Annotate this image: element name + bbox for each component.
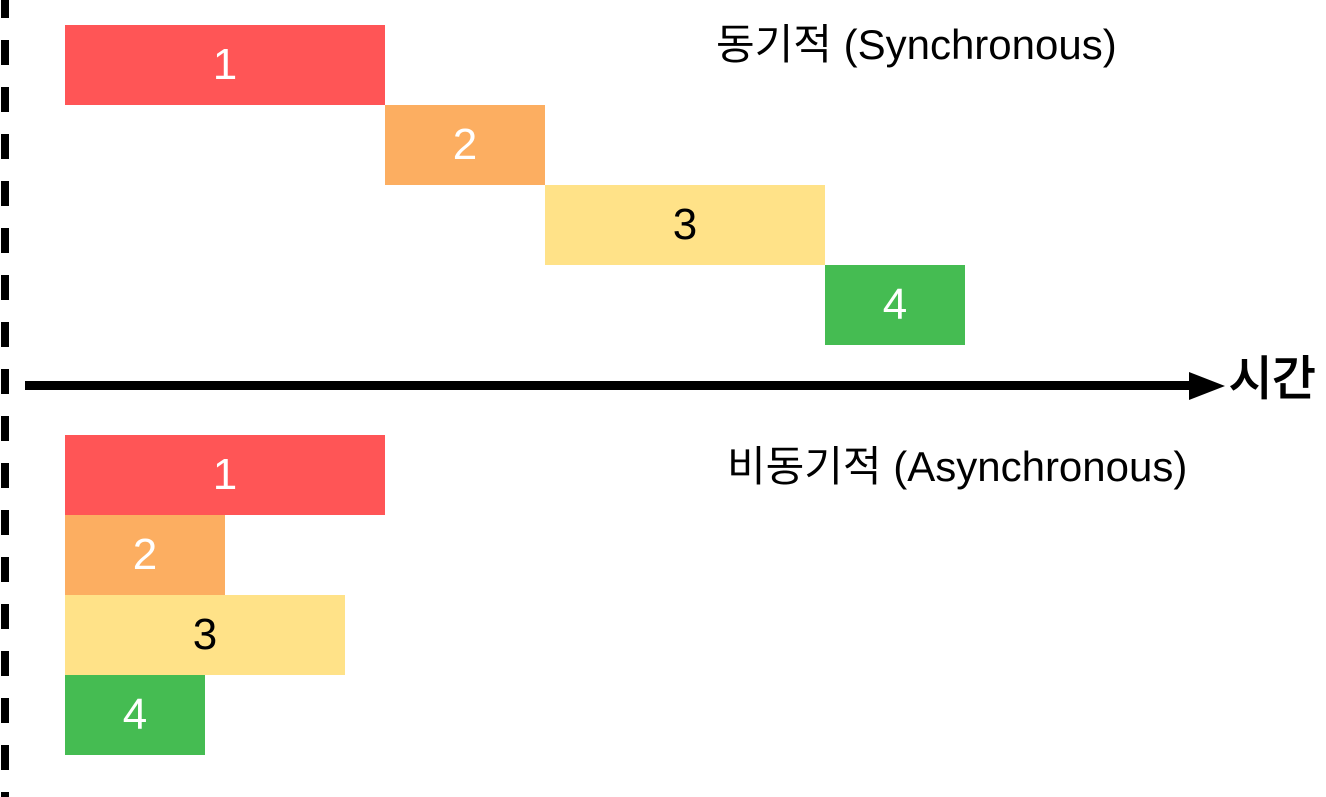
time-axis-line — [25, 381, 1195, 390]
task-bar-label: 2 — [132, 530, 158, 579]
task-bar-label: 2 — [452, 120, 478, 169]
task-bar-label: 3 — [672, 200, 698, 249]
task-bar-1: 1 — [65, 25, 385, 105]
task-bar-4: 4 — [65, 675, 205, 755]
task-bar-label: 4 — [122, 690, 148, 739]
time-origin-dashed-line — [1, 0, 9, 797]
time-axis-label: 시간 — [1229, 352, 1316, 405]
task-bar-4: 4 — [825, 265, 965, 345]
task-bar-label: 3 — [192, 610, 218, 659]
task-bar-3: 3 — [65, 595, 345, 675]
task-bar-2: 2 — [385, 105, 545, 185]
task-bar-label: 1 — [212, 450, 238, 499]
task-bar-1: 1 — [65, 435, 385, 515]
async-section-title: 비동기적 (Asynchronous) — [727, 443, 1188, 490]
task-bar-label: 4 — [882, 280, 908, 329]
task-bar-2: 2 — [65, 515, 225, 595]
arrow-right-icon — [1189, 371, 1225, 400]
sync-section-title: 동기적 (Synchronous) — [716, 21, 1117, 68]
task-bar-3: 3 — [545, 185, 825, 265]
task-bar-label: 1 — [212, 40, 238, 89]
